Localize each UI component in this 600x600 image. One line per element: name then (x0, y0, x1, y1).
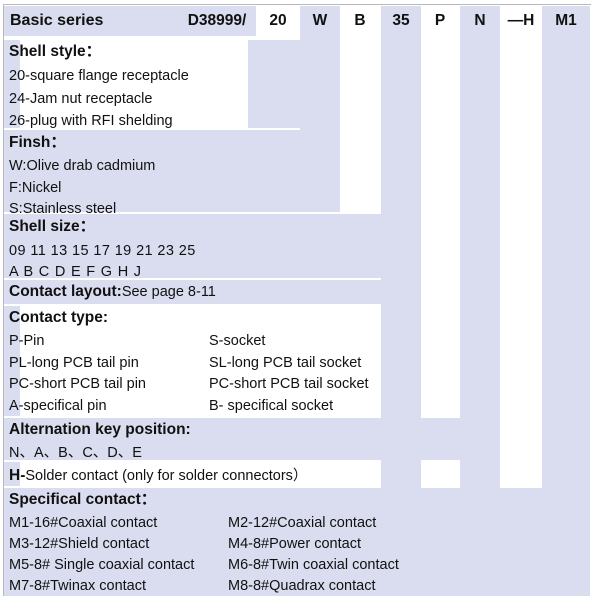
shell-size-numbers: 09 11 13 15 17 19 21 23 25 (9, 243, 196, 259)
finish-heading: Finsh： (9, 134, 66, 151)
contact-type-row-4-left: A-specifical pin (9, 398, 107, 414)
contact-type-row-2-left: PL-long PCB tail pin (9, 355, 139, 371)
solder-prefix: H- (9, 467, 26, 484)
header-cell-finish[interactable]: W (312, 12, 328, 29)
shell-style-line-1: 20-square flange receptacle (9, 68, 189, 84)
contact-layout-value: See page 8-11 (121, 284, 216, 300)
alternation-key-band (4, 418, 500, 460)
contact-type-row-1-left: P-Pin (9, 333, 45, 349)
page-title: Basic series (10, 12, 104, 29)
specifical-contact-row-4-left: M7-8#Twinax contact (9, 578, 147, 594)
finish-line-1: W:Olive drab cadmium (9, 158, 156, 174)
column-strip-n (460, 6, 500, 488)
contact-type-band (4, 306, 20, 416)
header-cell-specifical-contact[interactable]: M1 (555, 12, 577, 29)
header-cell-series-code[interactable]: D38999/ (187, 12, 247, 29)
contact-type-row-3-left: PC-short PCB tail pin (9, 376, 146, 392)
contact-layout-band (4, 280, 421, 304)
finish-line-2: F:Nickel (9, 180, 62, 196)
shell-size-heading: Shell size： (9, 218, 96, 235)
shell-size-letters: A B C D E F G H J (9, 264, 142, 280)
solder-text: Solder contact (only for solder connecto… (25, 468, 308, 484)
header-cell-contact-layout[interactable]: 35 (392, 12, 410, 29)
specifical-contact-row-1-right: M2-12#Coaxial contact (228, 515, 377, 531)
header-title-band (4, 6, 256, 36)
shell-style-band (4, 40, 20, 128)
specifical-contact-row-1-left: M1-16#Coaxial contact (9, 515, 158, 531)
contact-type-row-4-right: B- specifical socket (209, 398, 334, 414)
header-cell-shell-style[interactable]: 20 (269, 12, 287, 29)
column-strip-m1 (542, 6, 590, 488)
contact-type-row-2-right: SL-long PCB tail socket (209, 355, 362, 371)
shell-size-band (4, 214, 381, 278)
header-cell-shell-size[interactable]: B (354, 12, 366, 29)
specifical-contact-band (4, 488, 590, 596)
frame-top-rule (3, 4, 591, 5)
solder-row: H-Solder contact (only for solder connec… (9, 468, 307, 484)
contact-layout-row: Contact layout:See page 8-11 (9, 284, 216, 300)
contact-type-row-1-right: S-socket (209, 333, 266, 349)
contact-type-row-3-right: PC-short PCB tail socket (209, 376, 369, 392)
header-cell-solder[interactable]: —H (507, 12, 535, 29)
header-cell-contact-type[interactable]: P (434, 12, 446, 29)
contact-layout-heading: Contact layout: (9, 283, 122, 300)
specifical-contact-heading: Specifical contact： (9, 491, 157, 508)
specifical-contact-row-2-right: M4-8#Power contact (228, 536, 361, 552)
shell-style-heading: Shell style： (9, 43, 102, 60)
shell-style-line-3: 26-plug with RFI shelding (9, 113, 173, 129)
specifical-contact-row-2-left: M3-12#Shield contact (9, 536, 150, 552)
column-strip-35 (381, 6, 421, 488)
specifical-contact-row-3-left: M5-8# Single coaxial contact (9, 557, 195, 573)
alternation-key-heading: Alternation key position: (9, 421, 191, 438)
alternation-key-values: N、A、B、C、D、E (9, 445, 142, 461)
specifical-contact-row-3-right: M6-8#Twin coaxial contact (228, 557, 399, 573)
contact-type-heading: Contact type: (9, 309, 109, 326)
shell-style-line-2: 24-Jam nut receptacle (9, 91, 153, 107)
header-cell-alternation-key[interactable]: N (474, 12, 486, 29)
finish-line-3: S:Stainless steel (9, 201, 117, 217)
frame-left-rule (3, 4, 4, 596)
solder-row-band (4, 462, 20, 486)
finish-band (4, 130, 340, 212)
shell-style-band-right (248, 40, 300, 128)
specifical-contact-row-4-right: M8-8#Quadrax contact (228, 578, 376, 594)
